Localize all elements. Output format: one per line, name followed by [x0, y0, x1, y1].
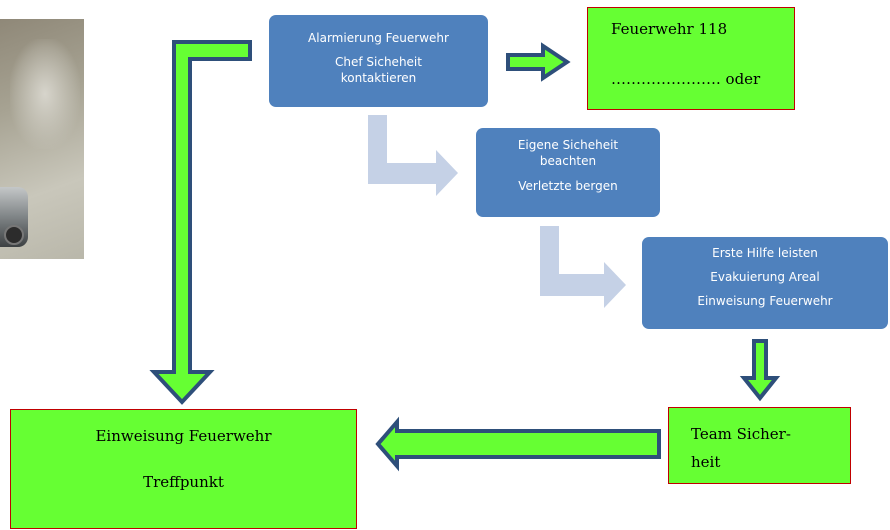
- arrow-safety-to-firstaid: [540, 226, 626, 308]
- firstaid-line2: Evakuierung Areal: [710, 270, 820, 284]
- team-box: Team Sicher- heit: [668, 407, 851, 484]
- arrow-alarm-to-meeting: [149, 40, 252, 405]
- arrow-firstaid-to-team: [739, 339, 781, 402]
- safety-line1: Eigene Sicheheit: [517, 138, 619, 152]
- fire118-line2: …………………. oder: [611, 70, 761, 88]
- safety-box: Eigene Sicheheit beachten Verletzte berg…: [476, 128, 660, 217]
- alarm-line1: Alarmierung Feuerwehr: [308, 31, 449, 45]
- meeting-line1: Einweisung Feuerwehr: [95, 427, 272, 445]
- meeting-box: Einweisung Feuerwehr Treffpunkt: [10, 409, 357, 529]
- arrow-alarm-to-safety: [368, 115, 458, 196]
- firstaid-line3: Einweisung Feuerwehr: [697, 294, 833, 308]
- smoke-image-detail: [10, 39, 80, 149]
- fire118-line1: Feuerwehr 118: [611, 20, 728, 38]
- alarm-line3: kontaktieren: [340, 71, 417, 85]
- arrow-team-to-meeting: [375, 416, 661, 472]
- firstaid-line1: Erste Hilfe leisten: [712, 246, 818, 260]
- accident-photo: [0, 19, 84, 259]
- tyre-image-detail: [4, 225, 24, 245]
- safety-line2: beachten: [539, 154, 597, 168]
- team-line2: heit: [691, 453, 721, 471]
- team-line1: Team Sicher-: [691, 425, 791, 443]
- safety-line3: Verletzte bergen: [518, 179, 618, 193]
- fire118-box: Feuerwehr 118 …………………. oder: [587, 7, 795, 110]
- alarm-box: Alarmierung Feuerwehr Chef Sicheheit kon…: [269, 15, 488, 107]
- arrow-alarm-to-fire118: [506, 42, 571, 82]
- firstaid-box: Erste Hilfe leisten Evakuierung Areal Ei…: [642, 237, 888, 329]
- alarm-line2: Chef Sicheheit: [335, 55, 422, 69]
- meeting-line2: Treffpunkt: [143, 473, 224, 491]
